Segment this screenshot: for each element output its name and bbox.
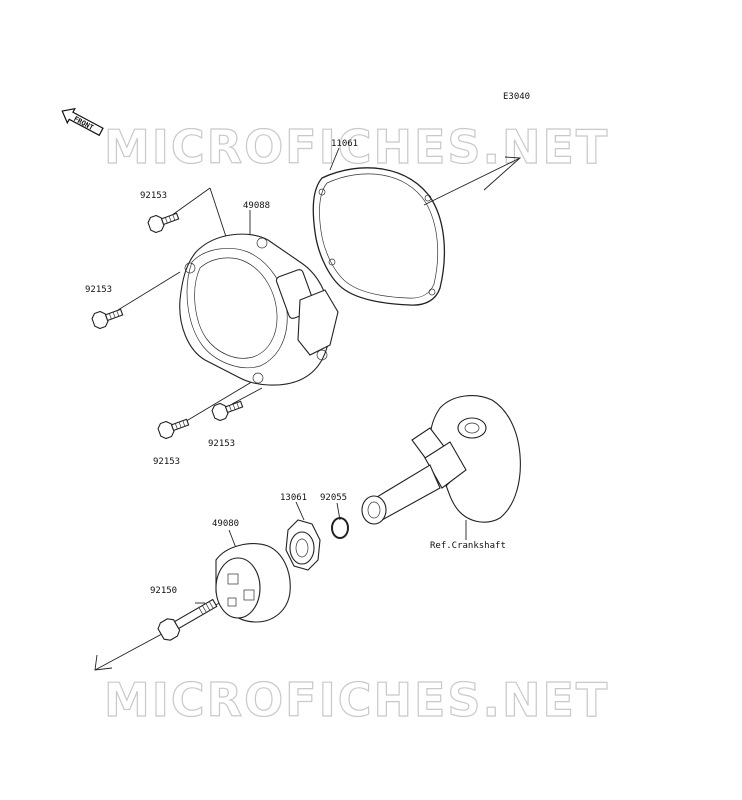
cover-49088 xyxy=(179,233,339,386)
label-bolt-bottom-left: 92153 xyxy=(153,457,180,467)
label-crankshaft-ref: Ref.Crankshaft xyxy=(430,541,506,551)
label-gasket: 11061 xyxy=(331,139,358,149)
gasket-11061 xyxy=(312,167,446,306)
bolt-92153-bottom-left xyxy=(157,418,190,440)
flange-bolt-92150 xyxy=(157,598,218,641)
watermark-bottom: MICROFICHES.NET xyxy=(104,673,609,727)
label-bolt-bottom-right: 92153 xyxy=(208,439,235,449)
crankshaft xyxy=(361,395,521,525)
bolt-92153-bottom-right xyxy=(211,400,244,422)
oring-92055 xyxy=(331,517,349,539)
diagram-code: E3040 xyxy=(503,92,530,102)
direction-arrow-top-icon xyxy=(423,156,522,206)
label-bolt-left: 92153 xyxy=(85,285,112,295)
label-cover: 49088 xyxy=(243,201,270,211)
label-flange-bolt: 92150 xyxy=(150,586,177,596)
label-oring: 92055 xyxy=(320,493,347,503)
rotor-49080 xyxy=(215,543,291,623)
label-rotor-boss: 13061 xyxy=(280,493,307,503)
bolt-92153-left xyxy=(91,308,124,330)
front-arrow-icon: FRONT xyxy=(61,107,104,137)
label-rotor: 49080 xyxy=(212,519,239,529)
rotor-boss-13061 xyxy=(285,519,321,571)
watermark-top: MICROFICHES.NET xyxy=(104,120,609,174)
label-bolt-top: 92153 xyxy=(140,191,167,201)
bolt-92153-top xyxy=(147,212,180,234)
